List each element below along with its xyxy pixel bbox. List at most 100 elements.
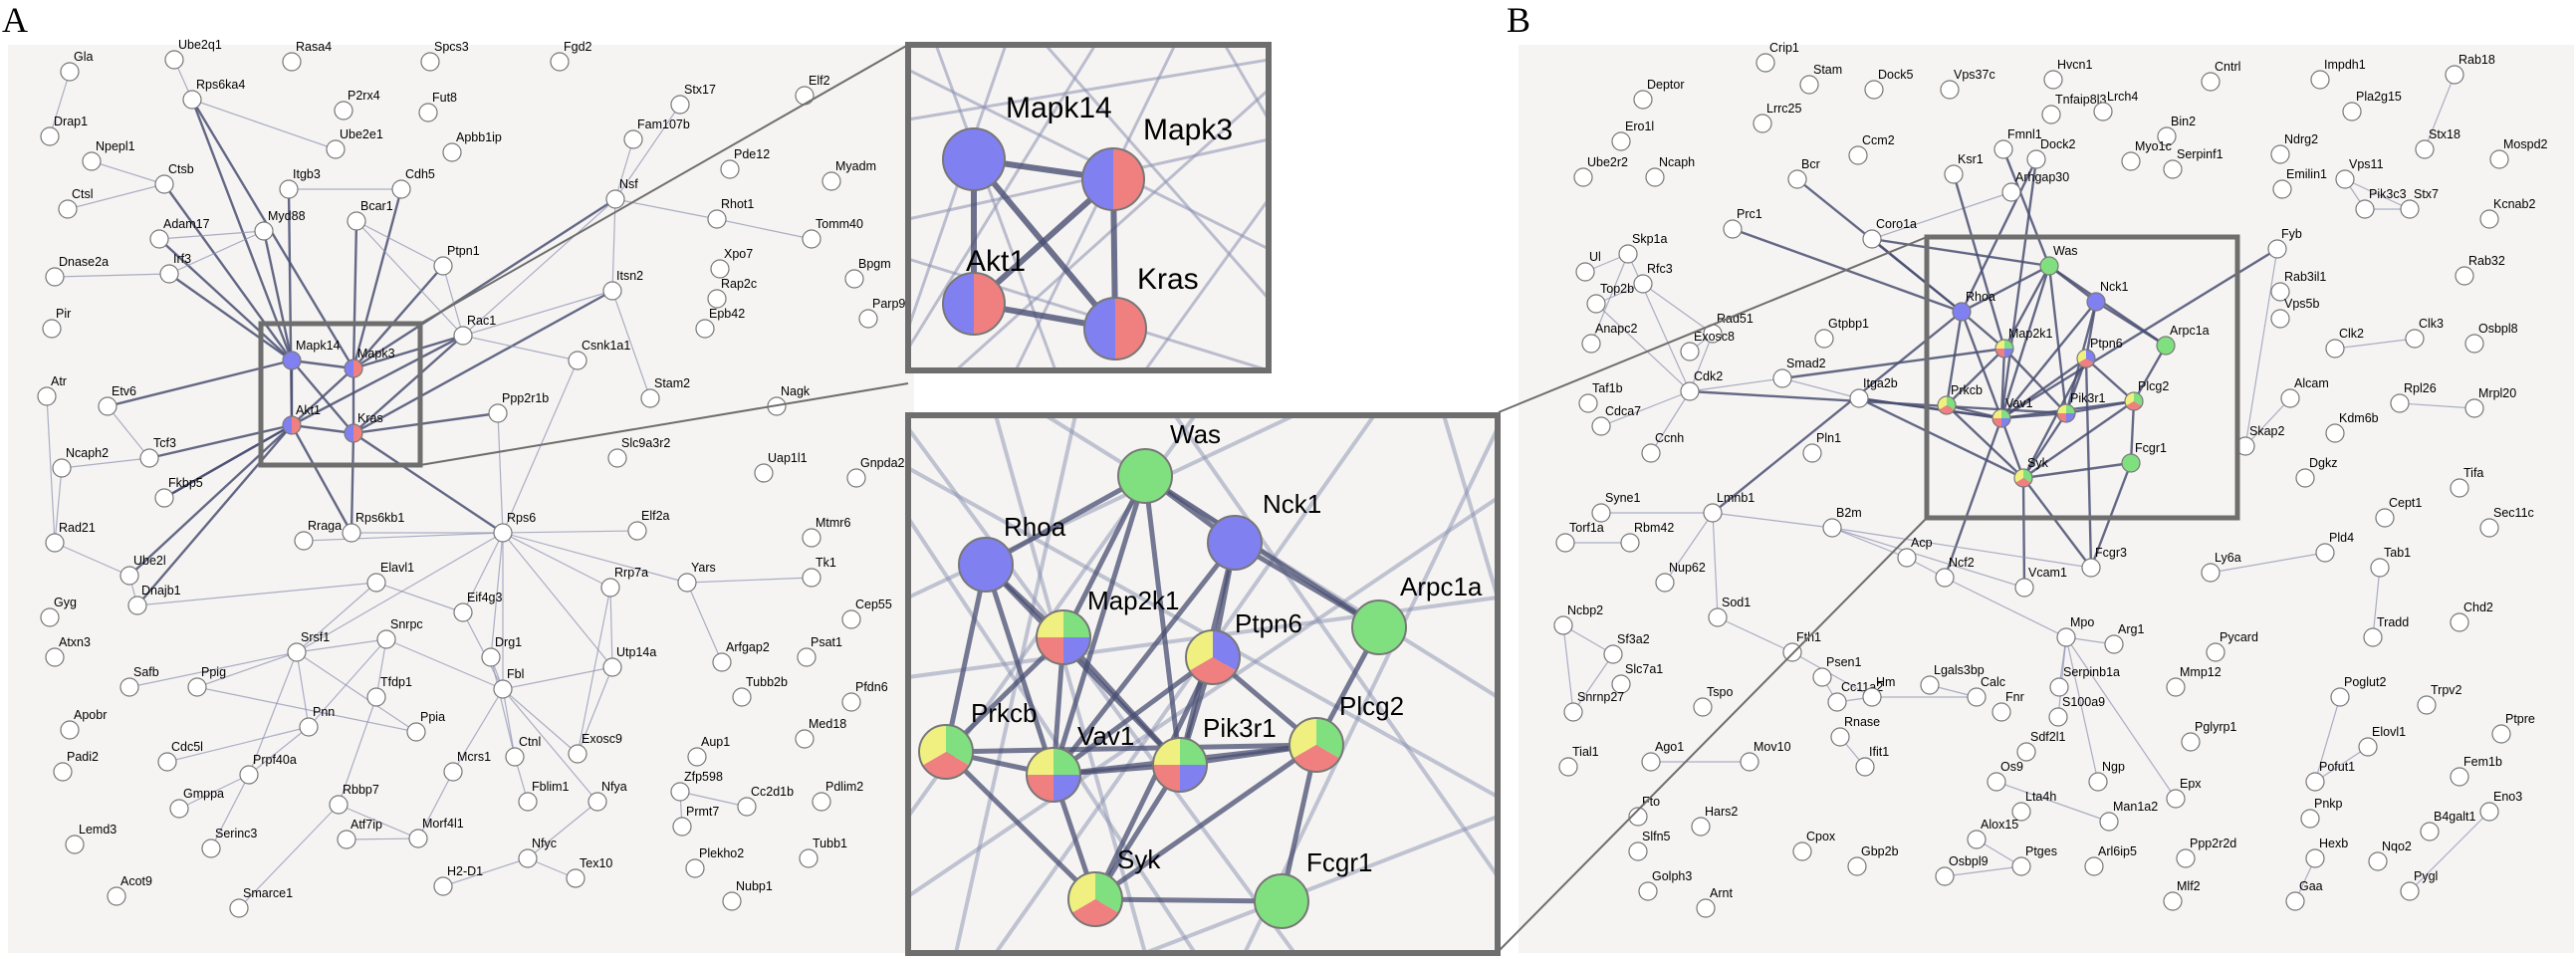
panel-a-node-nfyc: [518, 848, 538, 868]
panel-a-edge: [196, 651, 298, 688]
panel-a-node-uap1l1: [754, 463, 774, 483]
panel-b-node-pycard: [2206, 642, 2225, 662]
panel-b-edge: [1781, 377, 1860, 399]
panel-b-label-kcnab2: Kcnab2: [2493, 197, 2535, 211]
panel-a-node-rps6ka4: [182, 90, 202, 110]
panel-b-edge: [2409, 811, 2490, 892]
zoom-lower-node-rhoa: [958, 537, 1014, 593]
panel-b-label-ksr1: Ksr1: [1958, 152, 1984, 166]
panel-b-label-ifit1: Ifit1: [1869, 745, 1889, 759]
panel-b-edge: [1831, 527, 2092, 569]
panel-b-label-pik3r1: Pik3r1: [2070, 391, 2105, 405]
panel-b-label-mpo: Mpo: [2070, 615, 2094, 629]
panel-a-node-myd88: [254, 221, 274, 241]
panel-b-label-plcg2: Plcg2: [2138, 379, 2169, 393]
panel-a-node-pdlim2: [812, 792, 831, 812]
zoom-lower-edge: [1051, 475, 1148, 776]
panel-a-edge: [350, 432, 355, 534]
panel-b-label-poglut2: Poglut2: [2344, 675, 2386, 689]
panel-a-label-stam2: Stam2: [654, 376, 690, 390]
panel-a-label-cep55: Cep55: [855, 598, 892, 611]
panel-a-edge: [609, 587, 613, 668]
panel-a-label-prmt7: Prmt7: [686, 805, 719, 819]
panel-a-edges: [46, 59, 813, 909]
panel-b-label-pofut1: Pofut1: [2319, 760, 2355, 774]
panel-b-label-smad2: Smad2: [1786, 357, 1826, 370]
panel-b-label-ncf2: Ncf2: [1949, 556, 1975, 570]
panel-a-node-xpo7: [710, 259, 730, 279]
panel-b-label-tab1: Tab1: [2384, 546, 2411, 560]
panel-letter-b: B: [1507, 0, 1530, 40]
panel-b-edge: [1572, 653, 1614, 713]
panel-b-label-ppp2r2d: Ppp2r2d: [2190, 837, 2236, 850]
panel-b-label-lrrc25: Lrrc25: [1766, 102, 1801, 116]
panel-a-edge: [351, 188, 403, 369]
panel-b-edge: [1562, 624, 1614, 655]
panel-b-label-serpinb1a: Serpinb1a: [2063, 665, 2120, 679]
panel-b-node-tab1: [2370, 558, 2390, 578]
panel-a-node-itsn2: [602, 281, 622, 301]
panel-b-label-ccnh: Ccnh: [1655, 431, 1684, 445]
panel-b-node-ero1l: [1611, 131, 1631, 151]
zoom-lower-label-was: Was: [1170, 419, 1221, 449]
panel-a-node-arfgap2: [712, 652, 732, 672]
panel-b-node-rab3il1: [2270, 282, 2290, 302]
zoom-lower-edge: [1092, 655, 1216, 901]
panel-a-edge: [107, 405, 150, 459]
panel-a-label-tfdp1: Tfdp1: [380, 675, 412, 689]
panel-b-label-pld4: Pld4: [2329, 531, 2354, 545]
zoom-upper-bg-edge: [1143, 198, 1271, 371]
panel-b-label-cept1: Cept1: [2389, 496, 2422, 510]
panel-a-node-ppig: [187, 677, 207, 697]
panel-b-label-nqo2: Nqo2: [2382, 839, 2412, 853]
panel-b-node-nup62: [1655, 573, 1675, 593]
panel-a-node-med18: [795, 729, 815, 749]
panel-a-node-apobr: [60, 720, 80, 740]
panel-b-node-clk3: [2405, 329, 2425, 349]
panel-a-label-tubb1: Tubb1: [813, 837, 847, 850]
panel-b-node-vcam1: [2014, 578, 2034, 598]
panel-b-label-rfc3: Rfc3: [1647, 262, 1673, 276]
panel-b-node-nqo2: [2368, 851, 2388, 871]
panel-b-node-mpo: [2056, 627, 2076, 647]
panel-b-label-syne1: Syne1: [1605, 491, 1640, 505]
panel-a-edge: [338, 696, 377, 806]
panel-b-label-b2m: B2m: [1836, 506, 1862, 520]
panel-b-label-ago1: Ago1: [1655, 740, 1684, 754]
panel-a-node-stx17: [670, 95, 690, 115]
panel-b-label-ptpn6: Ptpn6: [2090, 337, 2123, 351]
panel-a-node-mapk14: [282, 351, 302, 370]
panel-a-node-fblim1: [518, 792, 538, 812]
panel-b-label-rab3il1: Rab3il1: [2284, 270, 2326, 284]
panel-b-label-map2k1: Map2k1: [2008, 327, 2053, 341]
panel-b-label-dock2: Dock2: [2040, 137, 2075, 151]
panel-a-label-nsf: Nsf: [619, 177, 638, 191]
panel-b-node-taf1b: [1578, 393, 1598, 413]
panel-a-node-gla: [60, 62, 80, 82]
panel-a-node-ctsb: [154, 174, 174, 194]
panel-b-label-stx7: Stx7: [2414, 187, 2439, 201]
panel-a-label-ube2l: Ube2l: [133, 554, 166, 568]
panel-a-edge: [502, 530, 638, 534]
zoom-upper-node-mapk14: [942, 127, 1006, 191]
panel-a-edge: [502, 532, 613, 668]
panel-b-node-alox15: [1967, 830, 1987, 849]
panel-b-label-arg1: Arg1: [2118, 622, 2144, 636]
panel-a-edge: [417, 771, 454, 839]
panel-a-node-slc9a3r2: [607, 448, 627, 468]
panel-a-label-myadm: Myadm: [835, 159, 876, 173]
panel-a-node-kras: [344, 423, 363, 443]
panel-a-label-xpo7: Xpo7: [724, 247, 753, 261]
panel-a-label-fam107b: Fam107b: [637, 118, 690, 131]
zoom-inset-upper-frame: [905, 42, 1272, 373]
panel-b-node-tspo: [1693, 697, 1713, 717]
panel-a-node-tk1: [802, 568, 821, 588]
panel-a-edge: [490, 532, 504, 658]
panel-b-label-gaa: Gaa: [2299, 879, 2323, 893]
panel-a-edge: [375, 582, 464, 613]
panel-b-node-lta4h: [2011, 802, 2031, 822]
panel-a-edge: [128, 424, 293, 577]
